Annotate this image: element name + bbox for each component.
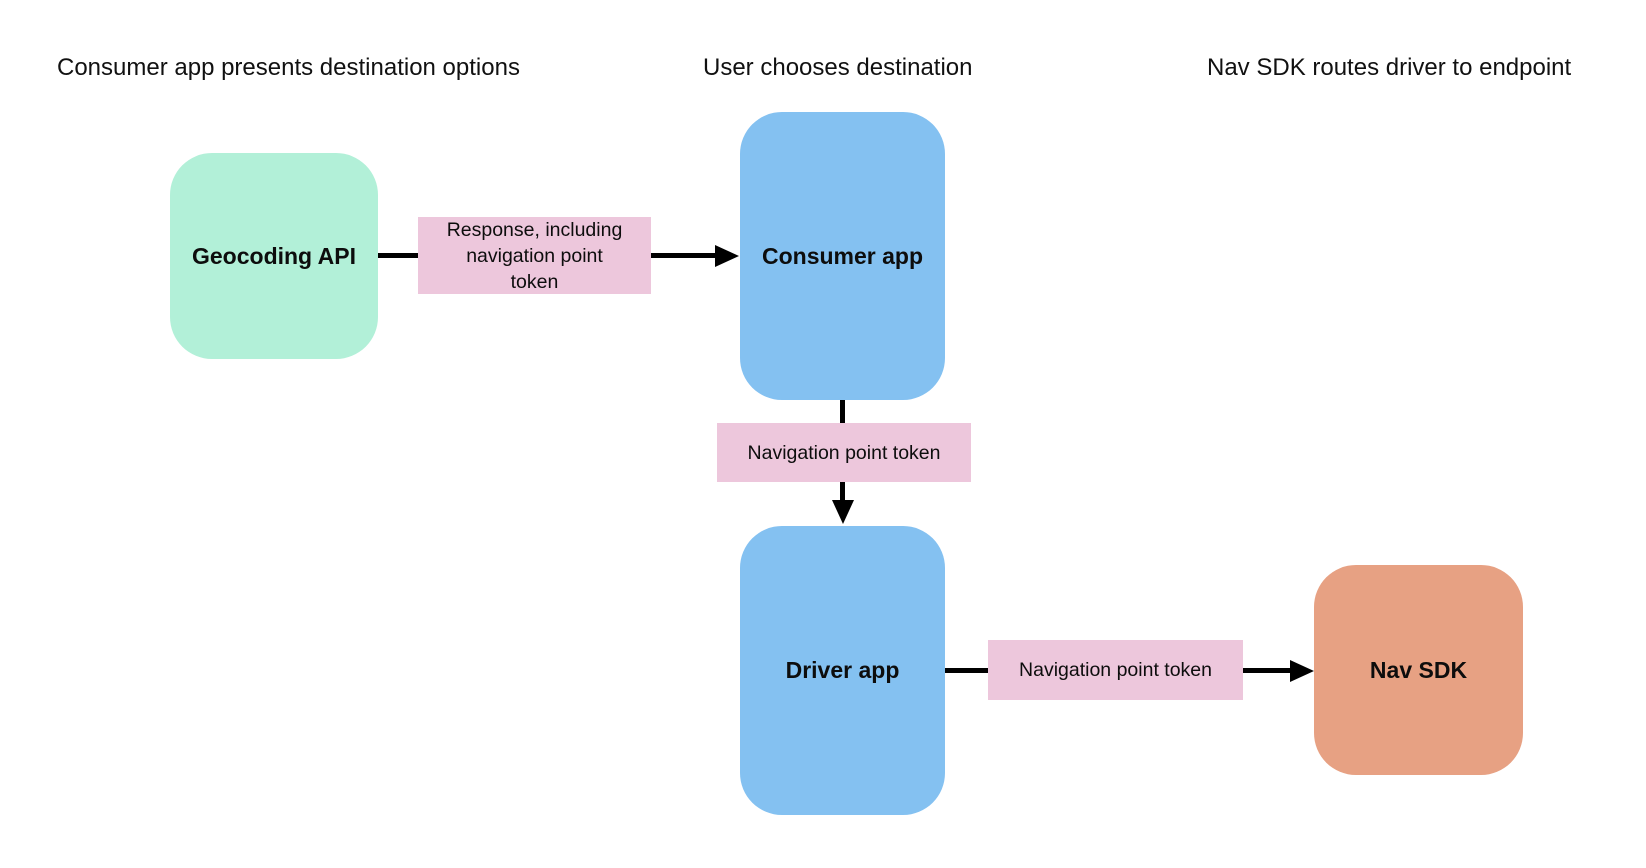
edge-token-to-navsdk-line	[1243, 668, 1291, 673]
node-driver-app: Driver app	[740, 526, 945, 815]
edge-label-line-2: navigation point	[466, 244, 603, 267]
edge-label-line-1: Response, including	[446, 218, 623, 241]
node-consumer-app-label: Consumer app	[761, 242, 924, 269]
edge-geocoding-to-response-line	[378, 253, 418, 258]
edge-response-to-consumer-arrowhead	[715, 245, 739, 267]
stage-caption-consumer-presents-options: Consumer app presents destination option…	[57, 54, 520, 81]
edge-label-navigation-point-token-1: Navigation point token	[717, 423, 971, 482]
edge-response-to-consumer-line	[651, 253, 715, 258]
edge-token-to-driver-line	[840, 482, 845, 502]
edge-driver-to-token-line	[945, 668, 988, 673]
node-driver-app-label: Driver app	[785, 657, 900, 683]
edge-token-to-navsdk-arrowhead	[1290, 660, 1314, 682]
edge-token-to-driver-arrowhead	[832, 500, 854, 524]
stage-caption-navsdk-routes-driver: Nav SDK routes driver to endpoint	[1207, 54, 1572, 81]
node-geocoding-api-label: Geocoding API	[192, 242, 356, 269]
node-nav-sdk: Nav SDK	[1314, 565, 1523, 775]
edge-consumer-to-token-line	[840, 400, 845, 423]
node-consumer-app: Consumer app	[740, 112, 945, 400]
edge-label-response-including-token: Response, including navigation point tok…	[418, 217, 651, 294]
node-nav-sdk-label: Nav SDK	[1369, 656, 1468, 683]
edge-label-line-3: token	[510, 270, 559, 293]
stage-caption-user-chooses-destination: User chooses destination	[703, 54, 973, 81]
node-geocoding-api: Geocoding API	[170, 153, 378, 359]
edge-label-navigation-point-token-2: Navigation point token	[988, 640, 1243, 700]
